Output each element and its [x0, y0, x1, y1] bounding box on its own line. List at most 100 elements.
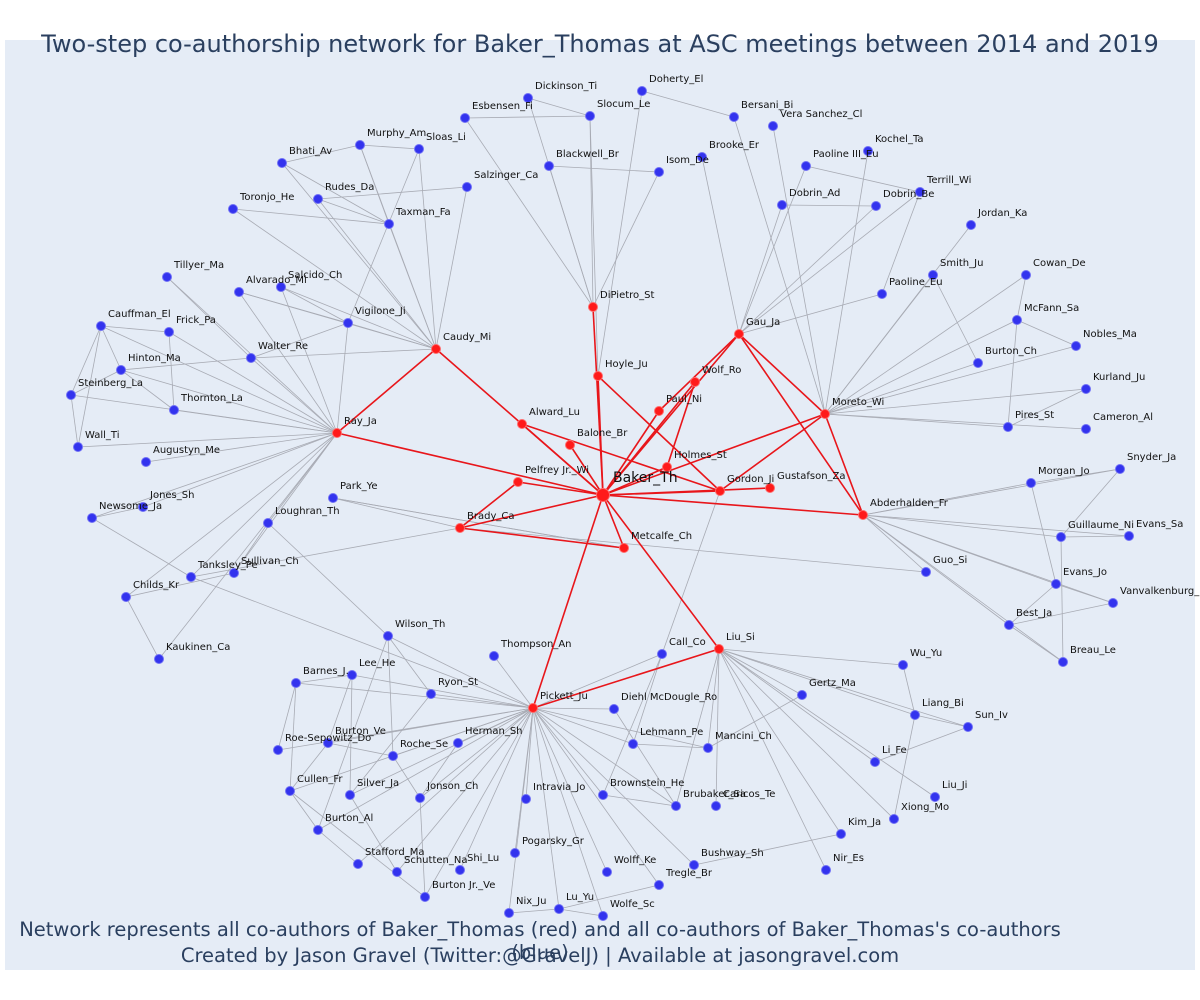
node-ray-ja[interactable] [332, 428, 342, 438]
node-evans-sa[interactable] [1124, 531, 1134, 541]
node-childs-kr[interactable] [121, 592, 131, 602]
node-mancini-ch[interactable] [703, 743, 713, 753]
node-blackwell-br[interactable] [544, 161, 554, 171]
node-moreto-wi[interactable] [820, 409, 830, 419]
node-alward-lu[interactable] [517, 419, 527, 429]
node-roche-se[interactable] [388, 751, 398, 761]
node-silver-ja[interactable] [345, 790, 355, 800]
node-brooke-er[interactable] [697, 152, 707, 162]
node-kim-ja[interactable] [836, 829, 846, 839]
node-mcfann-sa[interactable] [1012, 315, 1022, 325]
node-bushway-sh[interactable] [689, 860, 699, 870]
node-tregle-br[interactable] [654, 880, 664, 890]
node-rudes-da[interactable] [313, 194, 323, 204]
node-wolff-ke[interactable] [602, 867, 612, 877]
node-sloas-li[interactable] [414, 144, 424, 154]
node-roe-sepowitz-do[interactable] [273, 745, 283, 755]
node-call-co[interactable] [657, 649, 667, 659]
node-kurland-ju[interactable] [1081, 384, 1091, 394]
node-thornton-la[interactable] [169, 405, 179, 415]
node-pelfrey-jr-wi[interactable] [513, 477, 523, 487]
node-slocum-le[interactable] [585, 111, 595, 121]
node-dickinson-ti[interactable] [523, 93, 533, 103]
node-evans-jo[interactable] [1051, 579, 1061, 589]
node-shi-lu[interactable] [455, 865, 465, 875]
node-liu-si[interactable] [714, 644, 724, 654]
node-intravia-jo[interactable] [521, 794, 531, 804]
node-sun-iv[interactable] [963, 722, 973, 732]
node-steinberg-la[interactable] [66, 390, 76, 400]
node-burton-jr-ve[interactable] [420, 892, 430, 902]
node-jones-sh[interactable] [138, 502, 148, 512]
node-tillyer-ma[interactable] [162, 272, 172, 282]
node-kaukinen-ca[interactable] [154, 654, 164, 664]
node-taxman-fa[interactable] [384, 219, 394, 229]
node-jonson-ch[interactable] [415, 793, 425, 803]
node-frick-pa[interactable] [164, 327, 174, 337]
node-dipietro-st[interactable] [588, 302, 598, 312]
node-burton-ve[interactable] [323, 738, 333, 748]
node-gau-ja[interactable] [734, 329, 744, 339]
node-gertz-ma[interactable] [797, 690, 807, 700]
node-salzinger-ca[interactable] [462, 182, 472, 192]
node-burton-ch[interactable] [973, 358, 983, 368]
node-walter-re[interactable] [246, 353, 256, 363]
node-wu-yu[interactable] [898, 660, 908, 670]
node-barnes-j[interactable] [291, 678, 301, 688]
node-hinton-ma[interactable] [116, 365, 126, 375]
node-doherty-el[interactable] [637, 86, 647, 96]
node-bhati-av[interactable] [277, 158, 287, 168]
node-wilson-th[interactable] [383, 631, 393, 641]
node-wolf-ro[interactable] [690, 377, 700, 387]
node-liang-bi[interactable] [910, 710, 920, 720]
node-hoyle-ju[interactable] [593, 371, 603, 381]
node-kochel-ta[interactable] [863, 146, 873, 156]
node-vera-sanchez-cl[interactable] [768, 121, 778, 131]
node-caricos-te[interactable] [711, 801, 721, 811]
node-terrill-wi[interactable] [915, 187, 925, 197]
node-guillaume-ni[interactable] [1056, 532, 1066, 542]
node-li-fe[interactable] [870, 757, 880, 767]
node-paoline-iii-eu[interactable] [801, 161, 811, 171]
node-paoline-eu[interactable] [877, 289, 887, 299]
node-wall-ti[interactable] [73, 442, 83, 452]
node-gustafson-za[interactable] [765, 483, 775, 493]
node-brady-ca[interactable] [455, 523, 465, 533]
node-herman-sh[interactable] [453, 738, 463, 748]
node-lehmann-pe[interactable] [628, 739, 638, 749]
node-wolfe-sc[interactable] [598, 911, 608, 921]
node-augustyn-me[interactable] [141, 457, 151, 467]
node-diehl-mcdougle-ro[interactable] [609, 704, 619, 714]
node-tanksley-pe[interactable] [186, 572, 196, 582]
node-stafford-ma[interactable] [353, 859, 363, 869]
node-isom-de[interactable] [654, 167, 664, 177]
node-holmes-st[interactable] [662, 462, 672, 472]
node-dobrin-be[interactable] [871, 201, 881, 211]
node-liu-ji[interactable] [930, 792, 940, 802]
node-snyder-ja[interactable] [1115, 464, 1125, 474]
node-thompson-an[interactable] [489, 651, 499, 661]
node-newsome-ja[interactable] [87, 513, 97, 523]
node-salcido-ch[interactable] [276, 282, 286, 292]
node-nobles-ma[interactable] [1071, 341, 1081, 351]
node-toronjo-he[interactable] [228, 204, 238, 214]
node-dobrin-ad[interactable] [777, 200, 787, 210]
node-cullen-fr[interactable] [285, 786, 295, 796]
node-sullivan-ch[interactable] [229, 568, 239, 578]
node-ryon-st[interactable] [426, 689, 436, 699]
node-baker-th[interactable] [596, 488, 610, 502]
node-paul-ni[interactable] [654, 406, 664, 416]
node-burton-al[interactable] [313, 825, 323, 835]
node-vigilone-ji[interactable] [343, 318, 353, 328]
node-pogarsky-gr[interactable] [510, 848, 520, 858]
node-cauffman-el[interactable] [96, 321, 106, 331]
node-nir-es[interactable] [821, 865, 831, 875]
node-abderhalden-fr[interactable] [858, 510, 868, 520]
node-smith-ju[interactable] [928, 270, 938, 280]
node-pickett-ju[interactable] [528, 703, 538, 713]
node-caudy-mi[interactable] [431, 344, 441, 354]
node-esbensen-fi[interactable] [460, 113, 470, 123]
node-nix-ju[interactable] [504, 908, 514, 918]
node-vanvalkenburg[interactable] [1108, 598, 1118, 608]
